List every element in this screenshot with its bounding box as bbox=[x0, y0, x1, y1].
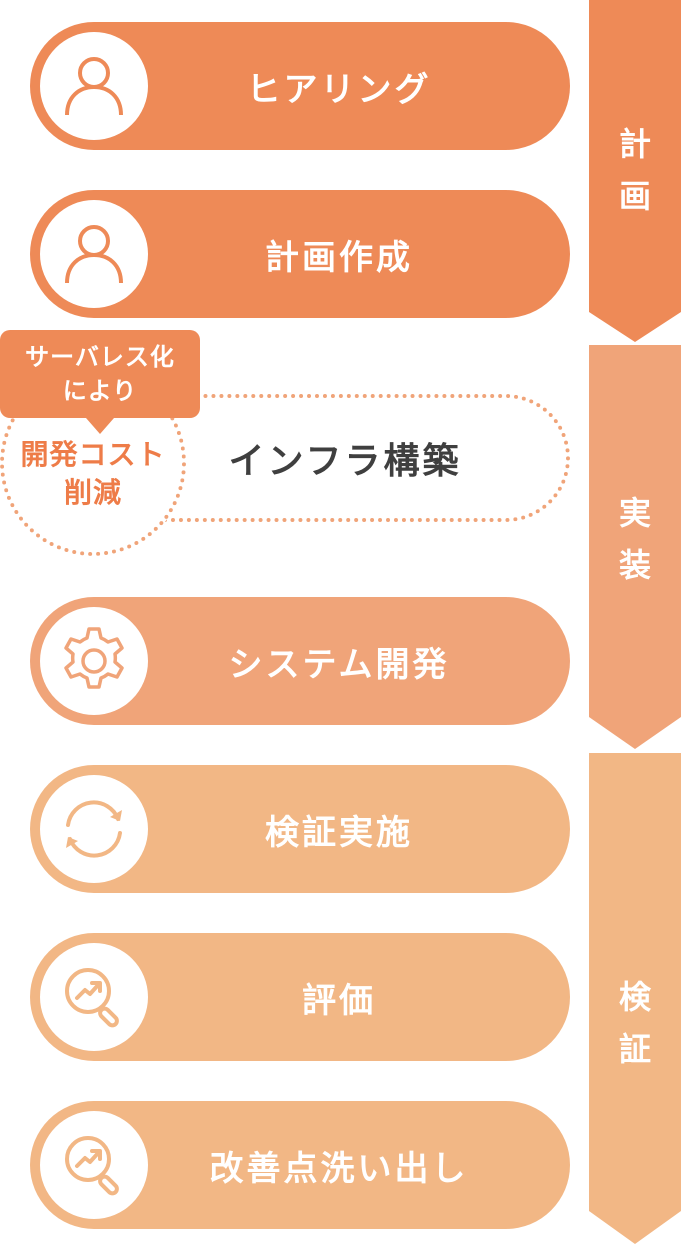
phase-arrow-verify: 検 証 bbox=[589, 753, 681, 1244]
step-hearing: ヒアリング bbox=[30, 22, 570, 150]
callout-line-1: サーバレス化 bbox=[25, 343, 175, 371]
phase-label: 実 装 bbox=[618, 494, 651, 584]
search-chart-icon bbox=[65, 968, 119, 1028]
icon-circle bbox=[40, 200, 148, 308]
step-label: 評価 bbox=[302, 980, 376, 1021]
badge-line-1: 開発コスト bbox=[20, 438, 166, 471]
refresh-icon bbox=[66, 800, 122, 858]
step-label: 改善点洗い出し bbox=[209, 1148, 469, 1189]
callout-line-2: により bbox=[62, 377, 138, 405]
step-label: 計画作成 bbox=[265, 237, 413, 278]
icon-circle bbox=[40, 775, 148, 883]
search-chart-icon bbox=[65, 1136, 119, 1196]
step-label: インフラ構築 bbox=[228, 441, 462, 482]
person-icon bbox=[65, 225, 123, 284]
phase-arrow-plan: 計 画 bbox=[589, 0, 681, 342]
step-label: 検証実施 bbox=[265, 812, 413, 853]
step-planning: 計画作成 bbox=[30, 190, 570, 318]
step-improvements: 改善点洗い出し bbox=[30, 1101, 570, 1229]
badge-line-2: 削減 bbox=[63, 476, 122, 509]
arrow-shape bbox=[589, 345, 681, 749]
arrow-shape bbox=[589, 0, 681, 342]
serverless-callout: サーバレス化 により bbox=[0, 330, 200, 434]
phase-label: 計 画 bbox=[618, 125, 651, 215]
step-evaluation: 評価 bbox=[30, 933, 570, 1061]
phase-arrow-implement: 実 装 bbox=[589, 345, 681, 749]
step-system-dev: システム開発 bbox=[30, 597, 570, 725]
step-verification: 検証実施 bbox=[30, 765, 570, 893]
icon-circle bbox=[40, 943, 148, 1051]
badge-text: 開発コスト 削減 bbox=[4, 436, 182, 512]
person-icon bbox=[65, 57, 123, 116]
icon-circle bbox=[40, 32, 148, 140]
gear-icon bbox=[64, 627, 124, 689]
icon-circle bbox=[40, 1111, 148, 1219]
phase-label: 検 証 bbox=[618, 978, 651, 1068]
step-label: ヒアリング bbox=[246, 69, 432, 110]
arrow-shape bbox=[589, 753, 681, 1244]
icon-circle bbox=[40, 607, 148, 715]
step-label: システム開発 bbox=[228, 644, 450, 685]
